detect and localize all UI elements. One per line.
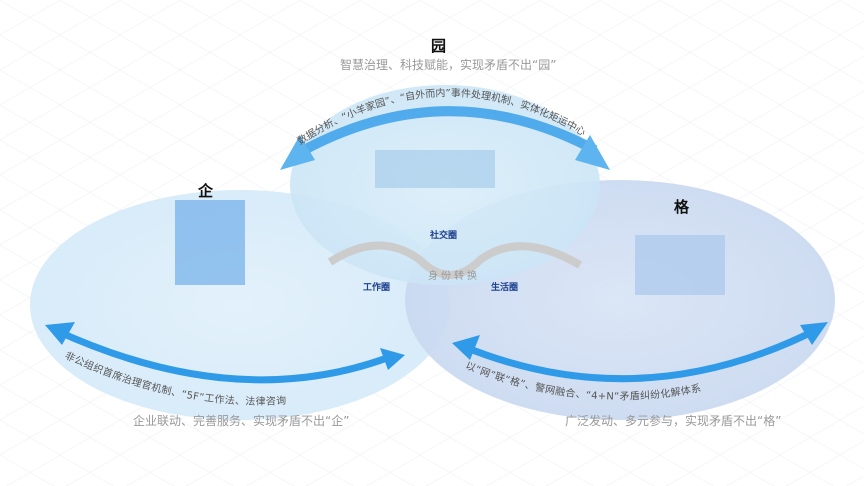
ge-arc-text: 以“网”联“格”、警网融合、“4+N”矛盾纠纷化解体系 xyxy=(464,361,702,403)
qi-arc-arrow xyxy=(53,326,397,384)
yuan-slogan: 智慧治理、科技赋能，实现矛盾不出“园” xyxy=(340,58,557,72)
arrowhead xyxy=(45,322,75,345)
qi-title: 企 xyxy=(198,182,214,200)
work-circle-label: 工作圈 xyxy=(363,283,391,293)
ge-community-illustration xyxy=(635,235,725,295)
life-circle-label: 生活圈 xyxy=(491,283,519,293)
ge-title: 格 xyxy=(674,198,690,216)
ge-arc-arrow xyxy=(458,324,822,383)
social-circle-label: 社交圈 xyxy=(430,231,458,241)
identity-transform-label: 身份转换 xyxy=(428,271,480,282)
yuan-arc-arrow xyxy=(292,106,598,160)
yuan-dashboard-illustration xyxy=(375,150,495,188)
arrowhead xyxy=(380,348,405,370)
qi-slogan: 企业联动、完善服务、实现矛盾不出“企” xyxy=(133,414,350,428)
svg-text:以“网”联“格”、警网融合、“4+N”矛盾纠纷化解体系: 以“网”联“格”、警网融合、“4+N”矛盾纠纷化解体系 xyxy=(464,361,702,403)
qi-buildings-illustration xyxy=(175,200,245,285)
arrowhead xyxy=(280,135,315,170)
ge-slogan: 广泛发动、多元参与，实现矛盾不出“格” xyxy=(565,414,782,428)
transform-path xyxy=(327,241,583,279)
arrowhead xyxy=(800,322,828,345)
arrowhead xyxy=(452,335,480,360)
arrowhead xyxy=(575,135,610,170)
yuan-title: 园 xyxy=(431,37,447,55)
